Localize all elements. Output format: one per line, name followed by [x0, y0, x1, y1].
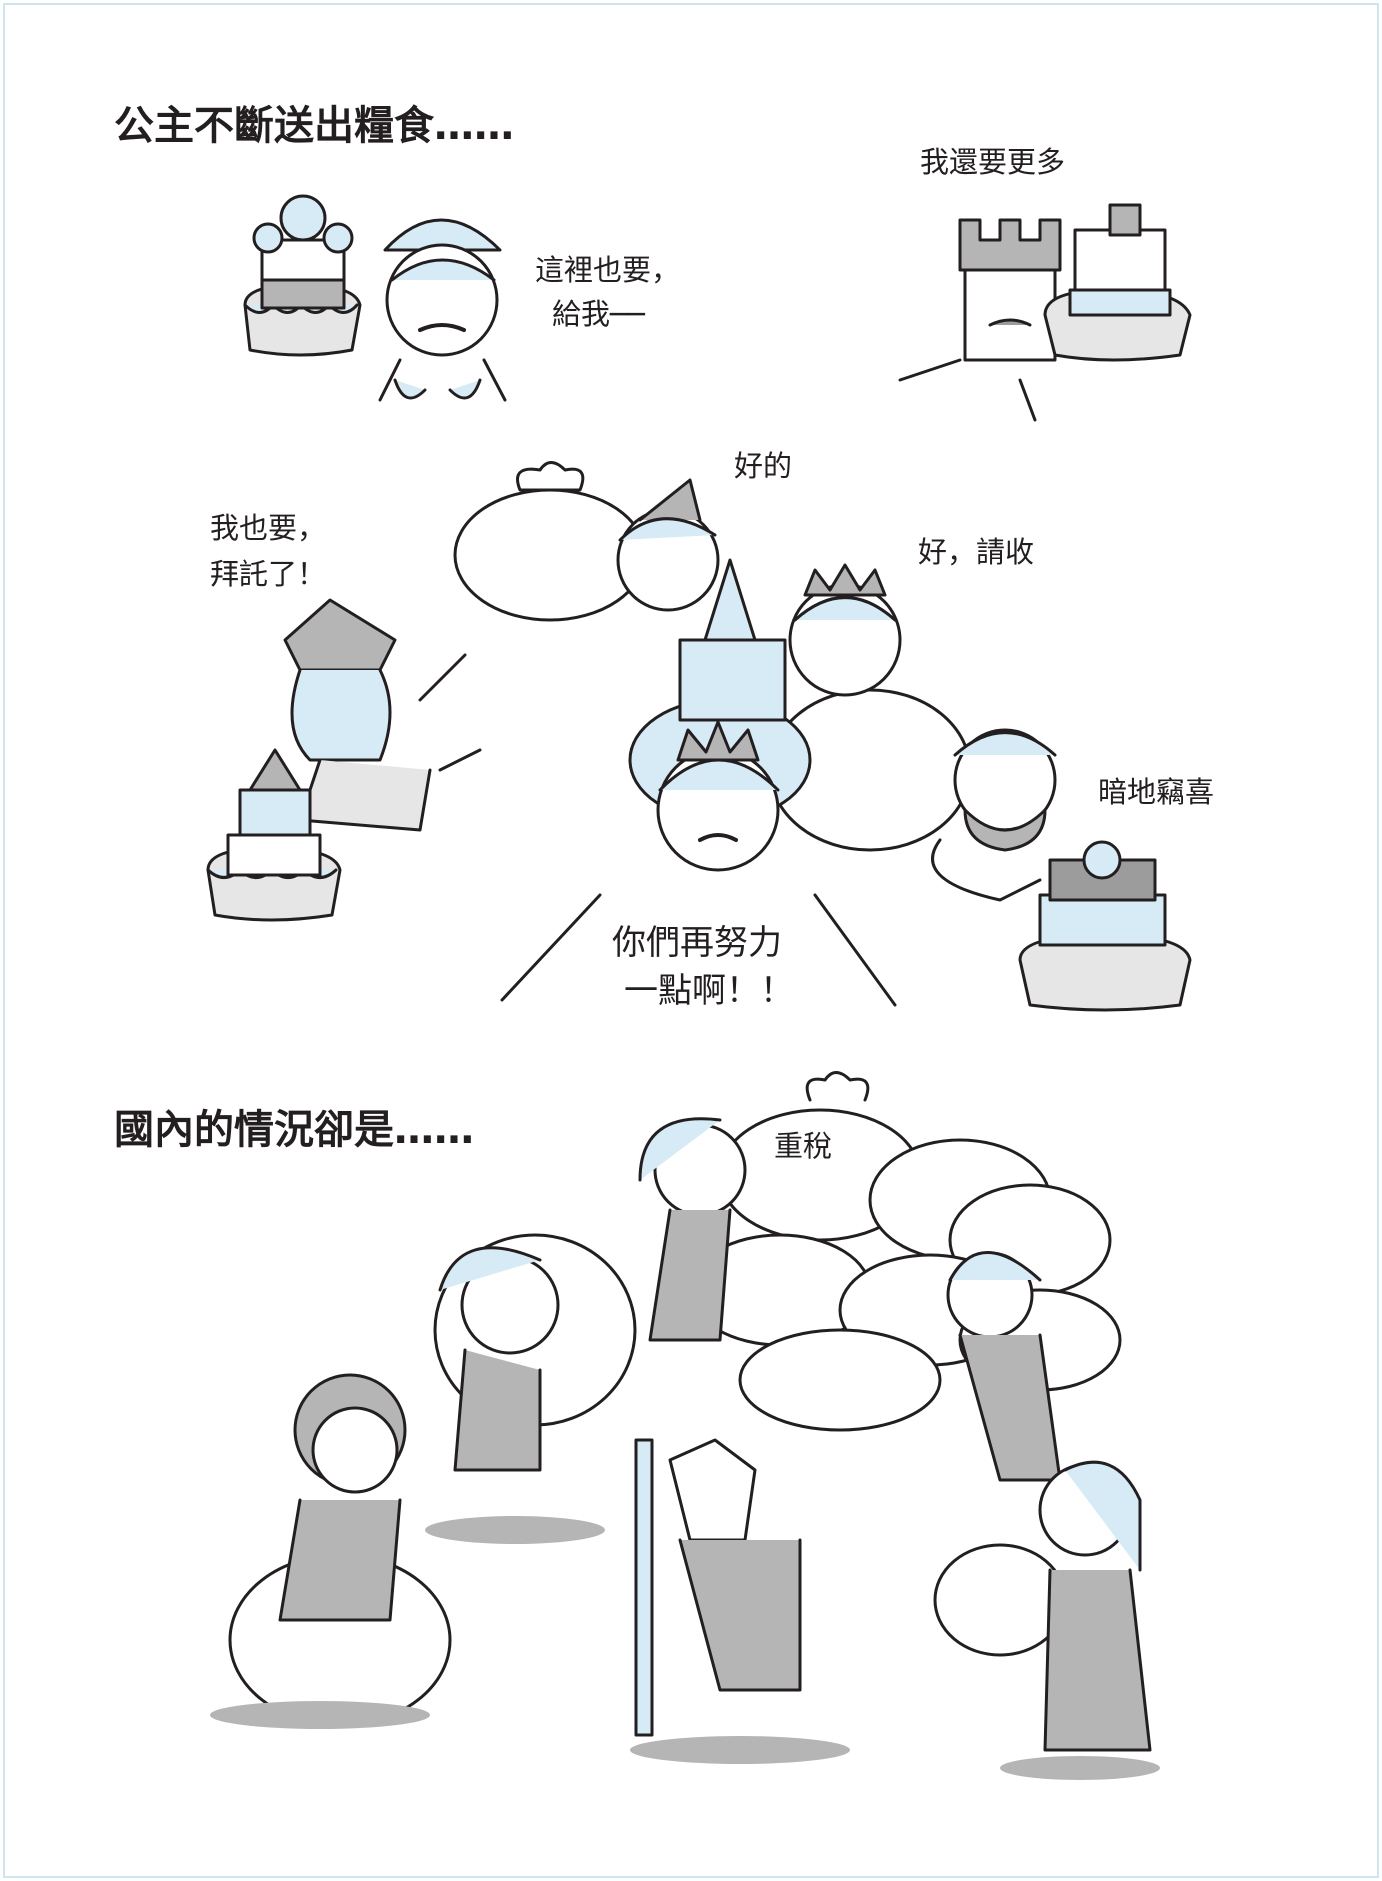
speech-king-right: 我還要更多 — [920, 145, 1066, 179]
section2-title: 國內的情況卻是…… — [114, 1107, 474, 1153]
cake-castle-top-right — [1043, 203, 1192, 362]
cake-castle-right — [1018, 840, 1192, 1012]
tax-bag-pile — [688, 1071, 1122, 1432]
speech-center-line2: 一點啊！！ — [624, 971, 794, 1011]
speech-sultan-line2: 給我── — [552, 297, 645, 331]
emphasis-lines — [500, 893, 897, 1007]
princess-characters — [616, 478, 902, 872]
speech-lady-line2: 拜託了！ — [210, 557, 327, 591]
page-border — [3, 3, 1379, 1878]
lady-character — [283, 598, 482, 832]
section1-title: 公主不斷送出糧食…… — [114, 103, 514, 149]
speech-lady-line1: 我也要， — [210, 511, 327, 545]
speech-princess-top: 好的 — [734, 449, 793, 483]
king-character — [898, 218, 1062, 422]
villager-characters — [210, 1117, 1160, 1780]
speech-center-line1: 你們再努力 — [612, 923, 782, 963]
bag-label-heavy-tax: 重稅 — [774, 1129, 833, 1163]
sultan-character — [378, 218, 507, 402]
speech-bearded-man: 暗地竊喜 — [1098, 775, 1215, 809]
cake-castle-top-left — [243, 194, 362, 357]
speech-prince: 好，請收 — [918, 535, 1035, 569]
cake-castle-left — [206, 748, 342, 922]
speech-sultan-line1: 這裡也要， — [535, 253, 681, 287]
bearded-man-character — [931, 728, 1057, 902]
